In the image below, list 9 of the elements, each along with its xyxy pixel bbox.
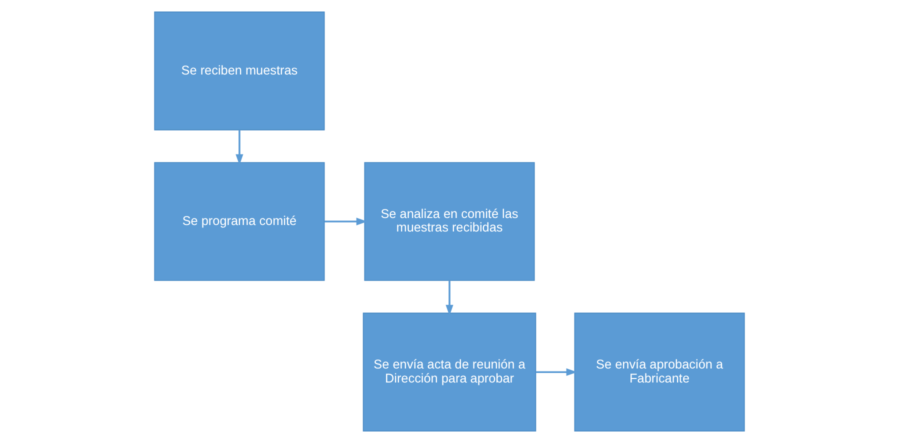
- arrow: [236, 130, 244, 166]
- node-box: Se analiza en comité las muestras recibidas: [364, 162, 535, 281]
- arrow: [324, 218, 368, 226]
- arrow: [446, 280, 454, 316]
- node-box: Se envía aprobación a Fabricante: [574, 312, 745, 432]
- node-box: Se programa comité: [154, 162, 325, 281]
- arrow: [536, 368, 578, 376]
- node-box: Se reciben muestras: [154, 11, 325, 130]
- node-box: Se envía acta de reunión a Dirección para aprobar: [362, 312, 536, 432]
